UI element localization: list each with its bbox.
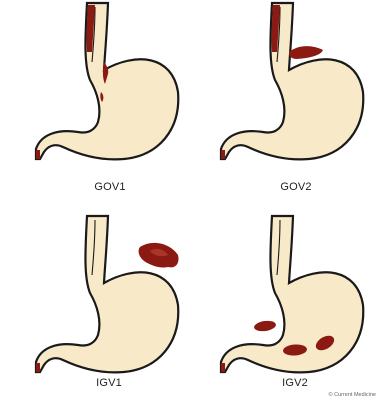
- varix-antrum-igv2: [253, 320, 276, 333]
- varix-pylorus-gov2: [221, 150, 225, 159]
- stomach-gov1: [36, 3, 178, 159]
- stomach-igv1: [36, 216, 179, 372]
- varix-pylorus-igv1: [36, 363, 40, 372]
- stomach-gov2: [221, 3, 363, 159]
- stomach-igv2: [221, 216, 363, 372]
- varix-fundus-gov2: [289, 46, 323, 59]
- label-igv2: IGV2: [255, 377, 335, 389]
- varix-pylorus-gov1: [36, 150, 40, 159]
- label-igv1: IGV1: [69, 377, 149, 389]
- label-gov1: GOV1: [70, 181, 150, 193]
- varix-pylorus-igv2: [221, 363, 225, 372]
- copyright-text: © Current Medicine: [329, 392, 376, 398]
- label-gov2: GOV2: [256, 181, 336, 193]
